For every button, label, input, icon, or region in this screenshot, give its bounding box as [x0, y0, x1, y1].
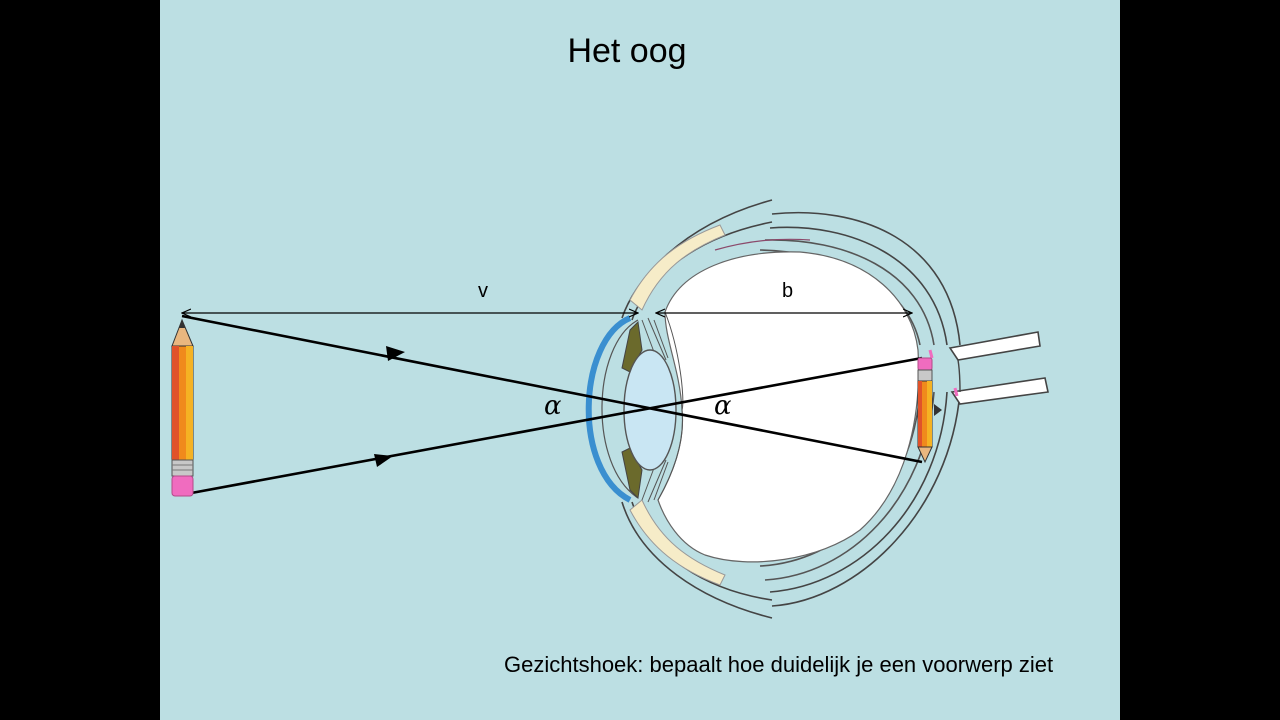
sclera-highlight [629, 224, 726, 311]
label-v: v [478, 280, 488, 302]
ray-top [181, 314, 923, 464]
slide-caption: Gezichtshoek: bepaalt hoe duidelijk je e… [504, 652, 1054, 677]
iris-lower [621, 447, 643, 500]
slide-title: Het oog [567, 32, 687, 70]
angle-alpha-right: α [714, 391, 732, 421]
label-b: b [782, 280, 793, 302]
eye-outer-layers [621, 199, 961, 619]
eye-diagram: v b α α [171, 199, 1049, 619]
angle-alpha-left: α [544, 391, 562, 421]
lens [623, 349, 677, 471]
slide: Het oog [160, 0, 1120, 720]
retina-image-pencil [917, 357, 942, 464]
object-pencil [171, 318, 194, 497]
optic-nerve [948, 331, 1049, 405]
arrowhead-bottom-ray [374, 454, 393, 467]
arrowhead-top-ray [386, 346, 405, 361]
light-rays [181, 314, 923, 496]
cornea [585, 315, 632, 503]
ray-bottom [185, 356, 923, 496]
